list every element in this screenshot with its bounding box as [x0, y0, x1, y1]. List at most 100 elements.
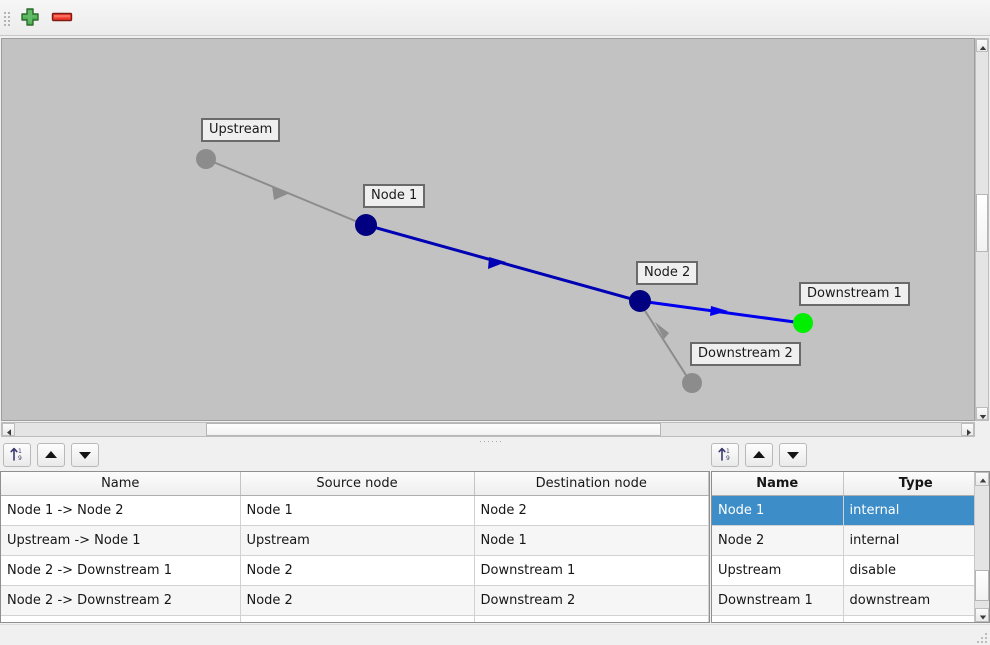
edge-source-cell[interactable]: Node 2	[240, 585, 475, 616]
nodes-table-vertical-scrollbar[interactable]	[974, 472, 989, 622]
node-name-cell[interactable]: Node 2	[712, 525, 844, 556]
edges-col-name[interactable]: Name	[1, 472, 241, 496]
edges-move-down-button[interactable]	[71, 443, 99, 467]
canvas-vertical-thumb[interactable]	[976, 194, 988, 252]
panel-splitter[interactable]	[0, 438, 990, 446]
edges-col-source[interactable]: Source node	[240, 472, 475, 496]
graph-label-downstream2[interactable]: Downstream 2	[690, 342, 801, 366]
nodes-move-up-button[interactable]	[745, 443, 773, 467]
add-button[interactable]	[17, 6, 43, 30]
canvas-scroll-up-button[interactable]	[976, 39, 988, 52]
graph-svg	[196, 149, 813, 393]
splitter-grip-icon	[480, 441, 510, 443]
graph-label-node1[interactable]: Node 1	[363, 184, 426, 208]
triangle-down-icon	[79, 452, 91, 459]
toolbar-drag-handle[interactable]	[4, 10, 10, 26]
arrow-down-icon	[979, 415, 987, 419]
triangle-down-icon	[787, 452, 799, 459]
node-type-cell[interactable]: internal	[843, 495, 989, 526]
delete-button[interactable]	[49, 6, 75, 30]
graph-node-downstream1[interactable]	[793, 313, 813, 333]
node-name-cell[interactable]: Node 1	[712, 495, 844, 526]
table-row[interactable]: Upstream disable	[712, 555, 989, 586]
canvas-scroll-down-button[interactable]	[976, 407, 988, 420]
sort-arrows-icon: 1 9	[7, 447, 27, 466]
graph-node-node2[interactable]	[629, 290, 651, 312]
nodes-table[interactable]: Name Type Node 1 internal Node 2 interna…	[712, 472, 989, 622]
graph-node-upstream[interactable]	[196, 149, 216, 169]
canvas-horizontal-scrollbar[interactable]	[1, 422, 975, 437]
graph-node-node1[interactable]	[355, 214, 377, 236]
edge-name-cell[interactable]: Node 2 -> Downstream 2	[1, 585, 241, 616]
table-row[interactable]: Node 1 internal	[712, 495, 989, 526]
table-row[interactable]: Node 1 -> Node 2 Node 1 Node 2	[1, 495, 709, 526]
nodes-vertical-thumb[interactable]	[975, 570, 989, 601]
edges-move-up-button[interactable]	[37, 443, 65, 467]
canvas-horizontal-thumb[interactable]	[206, 423, 661, 436]
edges-table-empty-row[interactable]	[1, 615, 709, 622]
canvas-vertical-scrollbar[interactable]	[975, 38, 989, 421]
node-type-cell[interactable]: disable	[843, 555, 989, 586]
main-toolbar	[0, 0, 990, 36]
triangle-up-icon	[45, 451, 57, 458]
canvas-scroll-left-button[interactable]	[2, 423, 15, 436]
graph-label-node2[interactable]: Node 2	[636, 261, 699, 285]
nodes-move-down-button[interactable]	[779, 443, 807, 467]
graph-label-downstream1[interactable]: Downstream 1	[799, 282, 910, 306]
node-name-cell[interactable]: Upstream	[712, 555, 844, 586]
graph-label-upstream[interactable]: Upstream	[201, 118, 281, 142]
graph-node-downstream2[interactable]	[682, 373, 702, 393]
edges-sort-button[interactable]: 1 9	[3, 443, 31, 467]
svg-text:9: 9	[18, 455, 22, 462]
edges-table-panel: Name Source node Destination node Node 1…	[0, 471, 710, 623]
edges-table-header-row: Name Source node Destination node	[1, 472, 709, 496]
nodes-table-empty-row[interactable]	[712, 615, 989, 622]
edge-node2-downstream2[interactable]	[639, 302, 692, 384]
edges-col-destination[interactable]: Destination node	[474, 472, 709, 496]
status-bar	[0, 624, 990, 645]
graph-area: Upstream Node 1 Node 2 Downstream 1 Down…	[0, 37, 990, 438]
edge-name-cell[interactable]: Upstream -> Node 1	[1, 525, 241, 556]
minus-icon	[49, 12, 75, 31]
edge-source-cell[interactable]: Node 2	[240, 555, 475, 586]
node-type-cell[interactable]: downstream	[843, 585, 989, 616]
edge-name-cell[interactable]: Node 1 -> Node 2	[1, 495, 241, 526]
edge-source-cell[interactable]: Upstream	[240, 525, 475, 556]
nodes-scroll-down-button[interactable]	[975, 608, 989, 622]
arrow-up-icon	[979, 46, 987, 50]
edges-empty-cell	[474, 615, 709, 622]
node-type-cell[interactable]: internal	[843, 525, 989, 556]
edge-node1-node2[interactable]	[365, 223, 640, 303]
graph-canvas[interactable]: Upstream Node 1 Node 2 Downstream 1 Down…	[1, 38, 975, 421]
table-row[interactable]: Downstream 1 downstream	[712, 585, 989, 616]
arrow-up-icon	[979, 478, 987, 483]
table-row[interactable]: Node 2 internal	[712, 525, 989, 556]
edge-destination-cell[interactable]: Downstream 2	[474, 585, 709, 616]
node-name-cell[interactable]: Downstream 1	[712, 585, 844, 616]
table-row[interactable]: Node 2 -> Downstream 1 Node 2 Downstream…	[1, 555, 709, 586]
table-row[interactable]: Upstream -> Node 1 Upstream Node 1	[1, 525, 709, 556]
edges-table[interactable]: Name Source node Destination node Node 1…	[1, 472, 709, 622]
nodes-sort-button[interactable]: 1 9	[711, 443, 739, 467]
edge-upstream-node1[interactable]	[205, 158, 366, 226]
canvas-scroll-right-button[interactable]	[961, 423, 974, 436]
nodes-col-name[interactable]: Name	[712, 472, 844, 496]
triangle-up-icon	[753, 451, 765, 458]
nodes-scroll-up-button[interactable]	[975, 472, 989, 486]
edges-empty-cell	[240, 615, 475, 622]
edges-toolbar: 1 9	[3, 443, 105, 469]
edge-destination-cell[interactable]: Node 2	[474, 495, 709, 526]
edges-empty-cell	[1, 615, 241, 622]
table-row[interactable]: Node 2 -> Downstream 2 Node 2 Downstream…	[1, 585, 709, 616]
nodes-table-header-row: Name Type	[712, 472, 989, 496]
svg-text:1: 1	[18, 448, 22, 455]
edge-name-cell[interactable]: Node 2 -> Downstream 1	[1, 555, 241, 586]
edge-destination-cell[interactable]: Downstream 1	[474, 555, 709, 586]
edge-destination-cell[interactable]: Node 1	[474, 525, 709, 556]
svg-text:1: 1	[726, 448, 730, 455]
resize-grip-icon[interactable]	[974, 630, 987, 643]
edge-node2-downstream1[interactable]	[639, 299, 803, 325]
edge-source-cell[interactable]: Node 1	[240, 495, 475, 526]
nodes-col-type[interactable]: Type	[843, 472, 989, 496]
